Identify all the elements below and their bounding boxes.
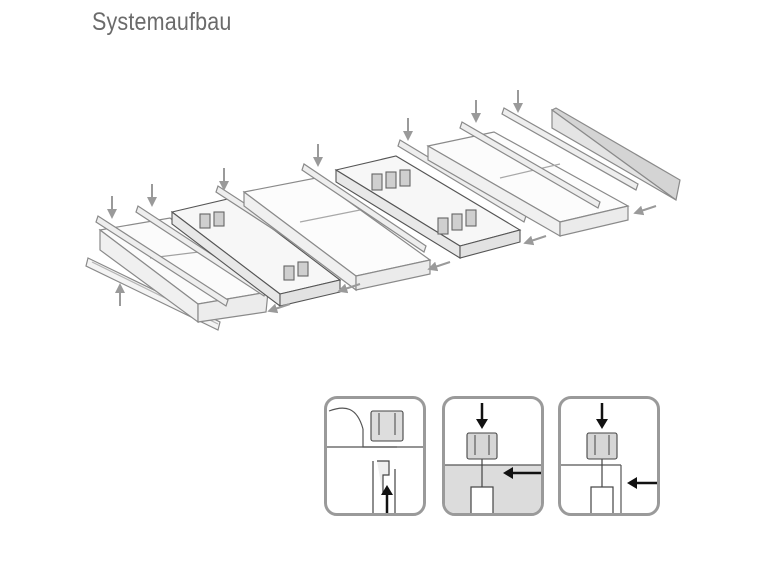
arrow-down-icon [596,403,608,429]
arrow-left-icon [267,205,657,314]
arrow-left-icon [503,467,541,479]
tray-left [98,217,270,324]
detail-clip-locked [561,403,657,513]
arrow-down-icon [107,90,523,219]
arrow-down-icon [476,403,488,429]
detail-panel-2 [442,396,544,516]
detail-clip-slide [445,403,541,513]
end-profile [550,107,681,202]
rails-center [301,163,427,253]
tray-large-center [242,177,432,292]
exploded-assembly-diagram [85,90,681,331]
arrow-up-icon [381,485,393,513]
page-title: Systemaufbau [92,8,232,36]
detail-clip-insert [327,407,423,513]
arrow-left-icon [627,477,657,489]
tray-divider-insert [170,197,342,308]
rails-right [459,107,639,209]
tray-right [426,131,630,238]
tray-divider-insert-right [334,155,522,259]
detail-panel-1 [324,396,426,516]
detail-panel-3 [558,396,660,516]
